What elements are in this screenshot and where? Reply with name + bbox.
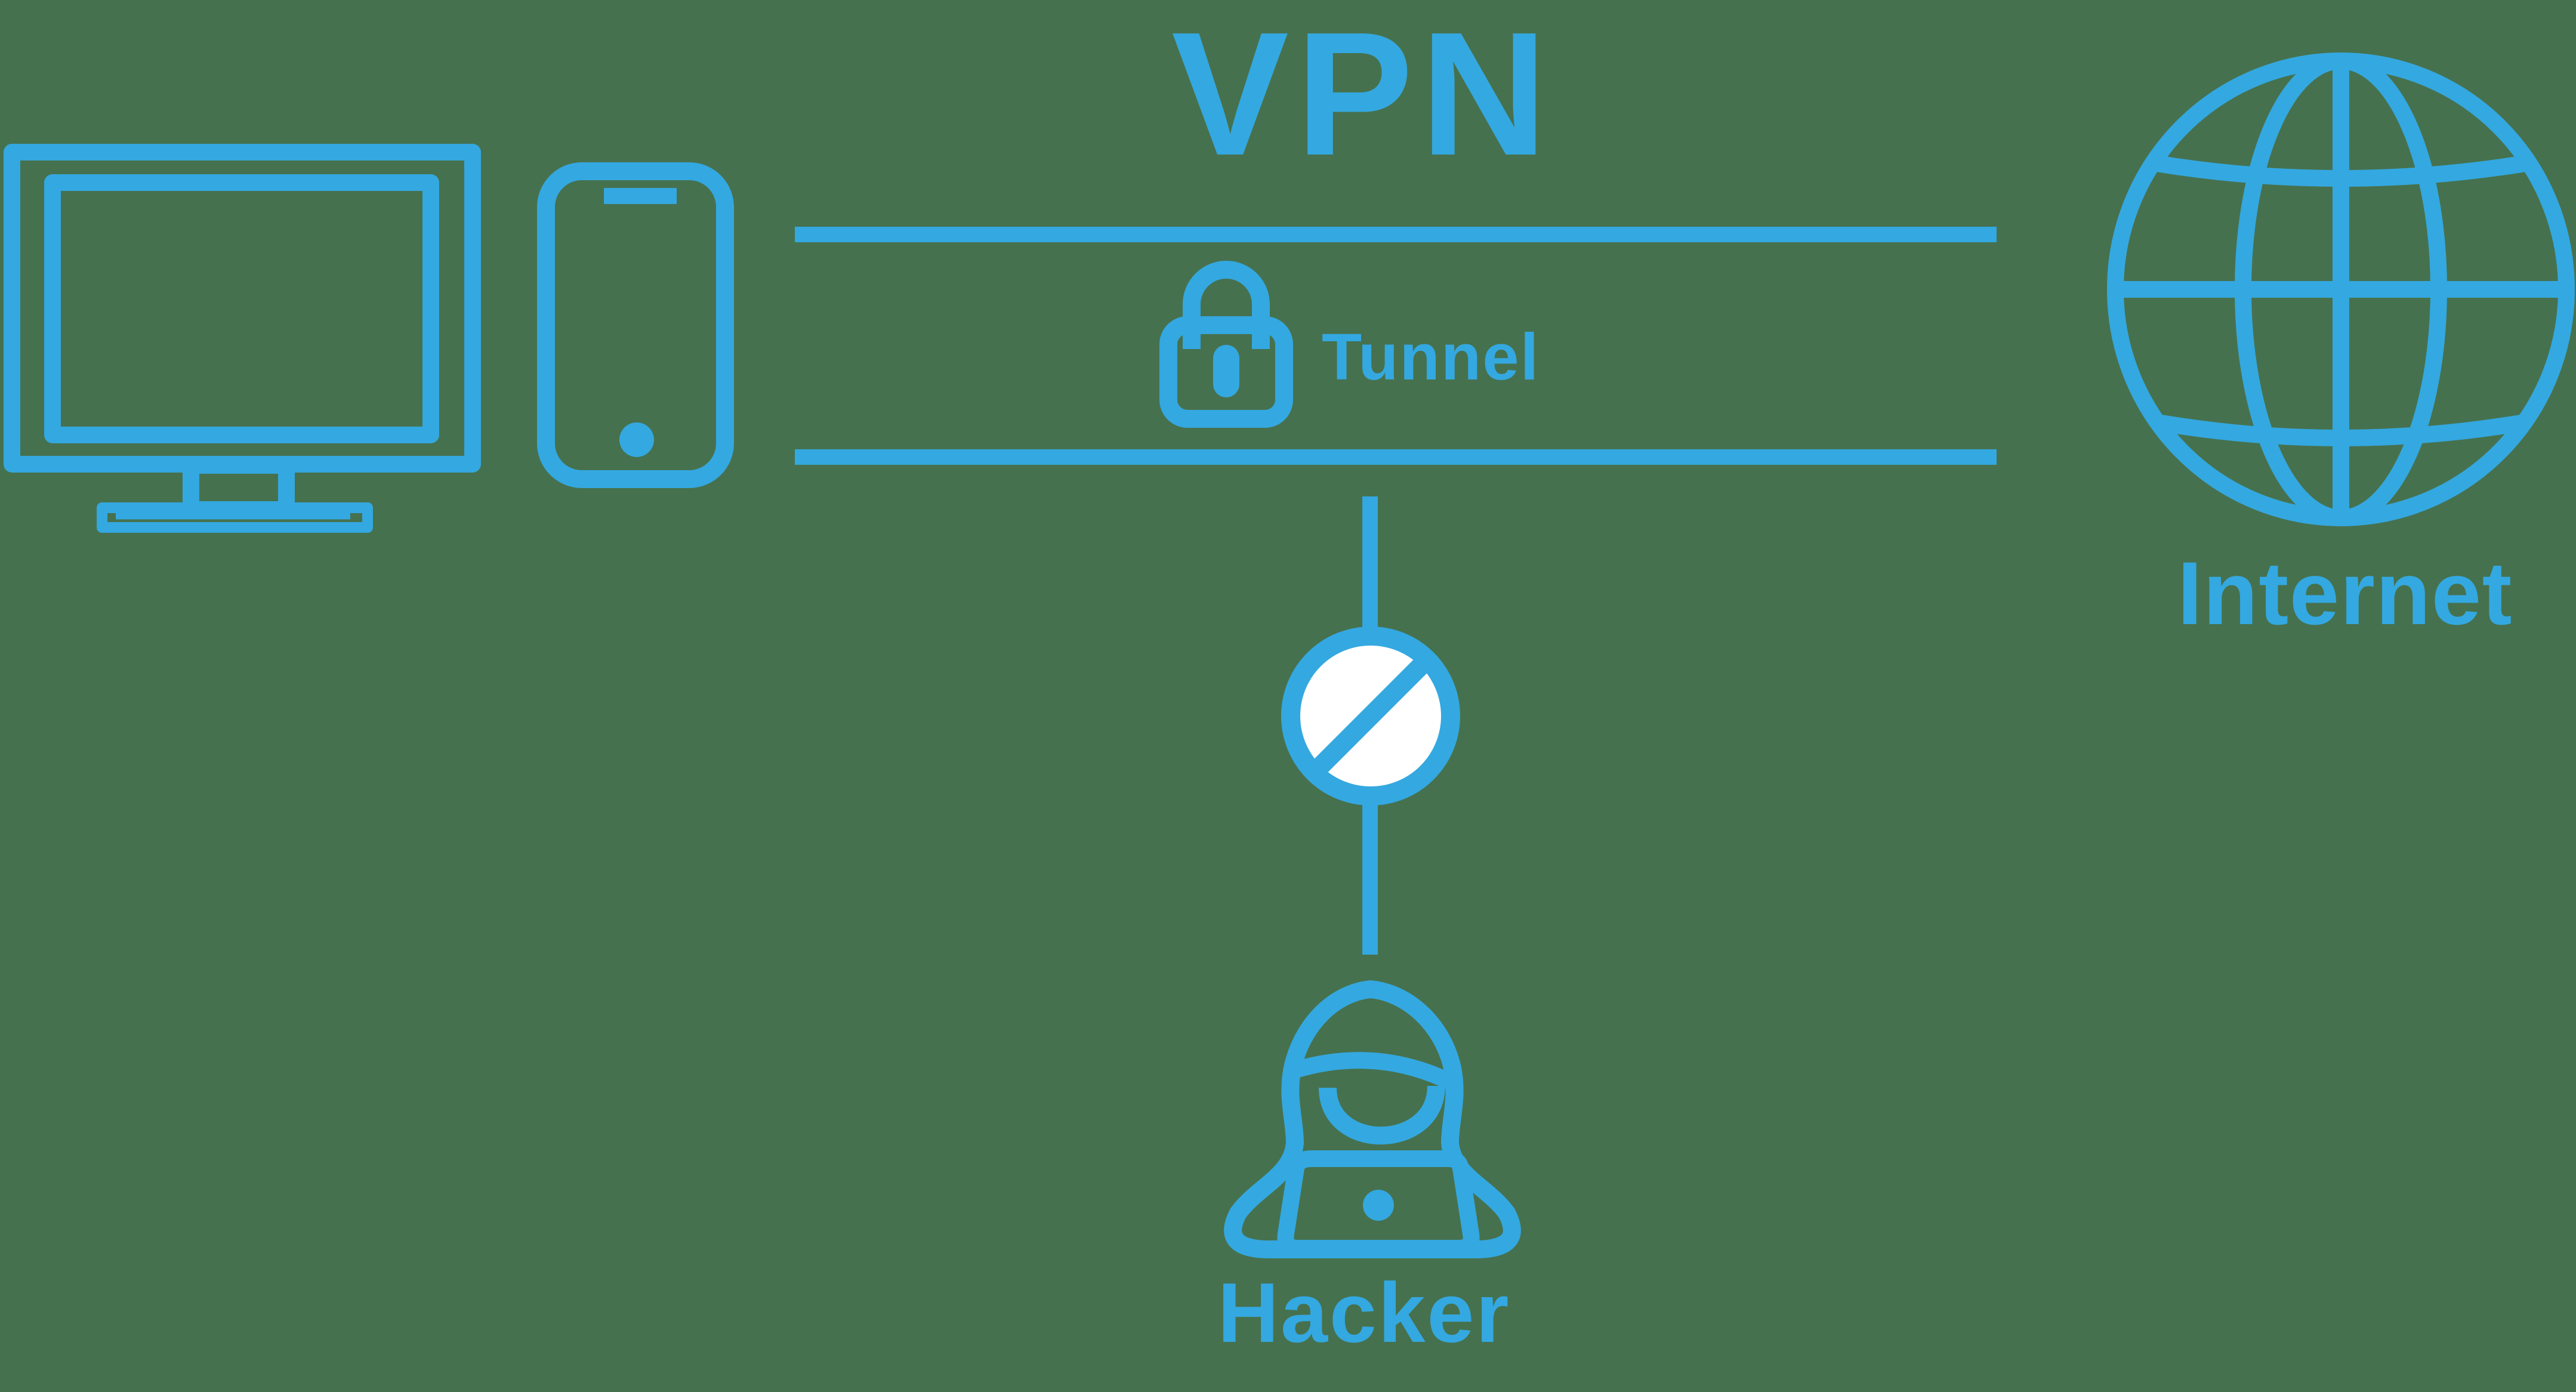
globe-side-meridians	[2235, 53, 2447, 526]
phone-body	[537, 162, 734, 488]
tunnel-top-line	[795, 227, 1997, 242]
lock-keyhole	[1213, 345, 1239, 397]
hacker-face-arc	[1319, 1085, 1445, 1145]
phone-speaker	[604, 188, 677, 204]
lock-icon	[1159, 261, 1293, 428]
no-entry-slash	[1307, 652, 1434, 780]
monitor-screen	[44, 174, 439, 443]
hacker-brow-line	[1294, 1052, 1459, 1092]
globe-icon	[2107, 53, 2575, 526]
phone-home-button	[619, 422, 654, 457]
monitor-stand-base	[97, 502, 373, 533]
no-entry-icon	[1281, 626, 1460, 805]
internet-label: Internet	[2177, 543, 2513, 643]
globe-upper-latitude	[2151, 155, 2531, 187]
hacker-label: Hacker	[1217, 1266, 1511, 1360]
tunnel-label: Tunnel	[1322, 320, 1540, 394]
connector-line-upper	[1362, 496, 1378, 628]
lock-shackle	[1183, 261, 1270, 349]
connector-line-lower	[1362, 804, 1378, 955]
lock-body	[1159, 316, 1293, 428]
tunnel-bottom-line	[795, 449, 1997, 465]
globe-lower-latitude	[2156, 414, 2526, 446]
vpn-title: VPN	[1171, 0, 1554, 192]
smartphone-icon	[537, 162, 734, 488]
monitor-frame	[4, 144, 481, 473]
hacker-icon	[1224, 980, 1521, 1258]
monitor-icon	[4, 144, 481, 533]
hacker-laptop-logo	[1363, 1190, 1394, 1221]
